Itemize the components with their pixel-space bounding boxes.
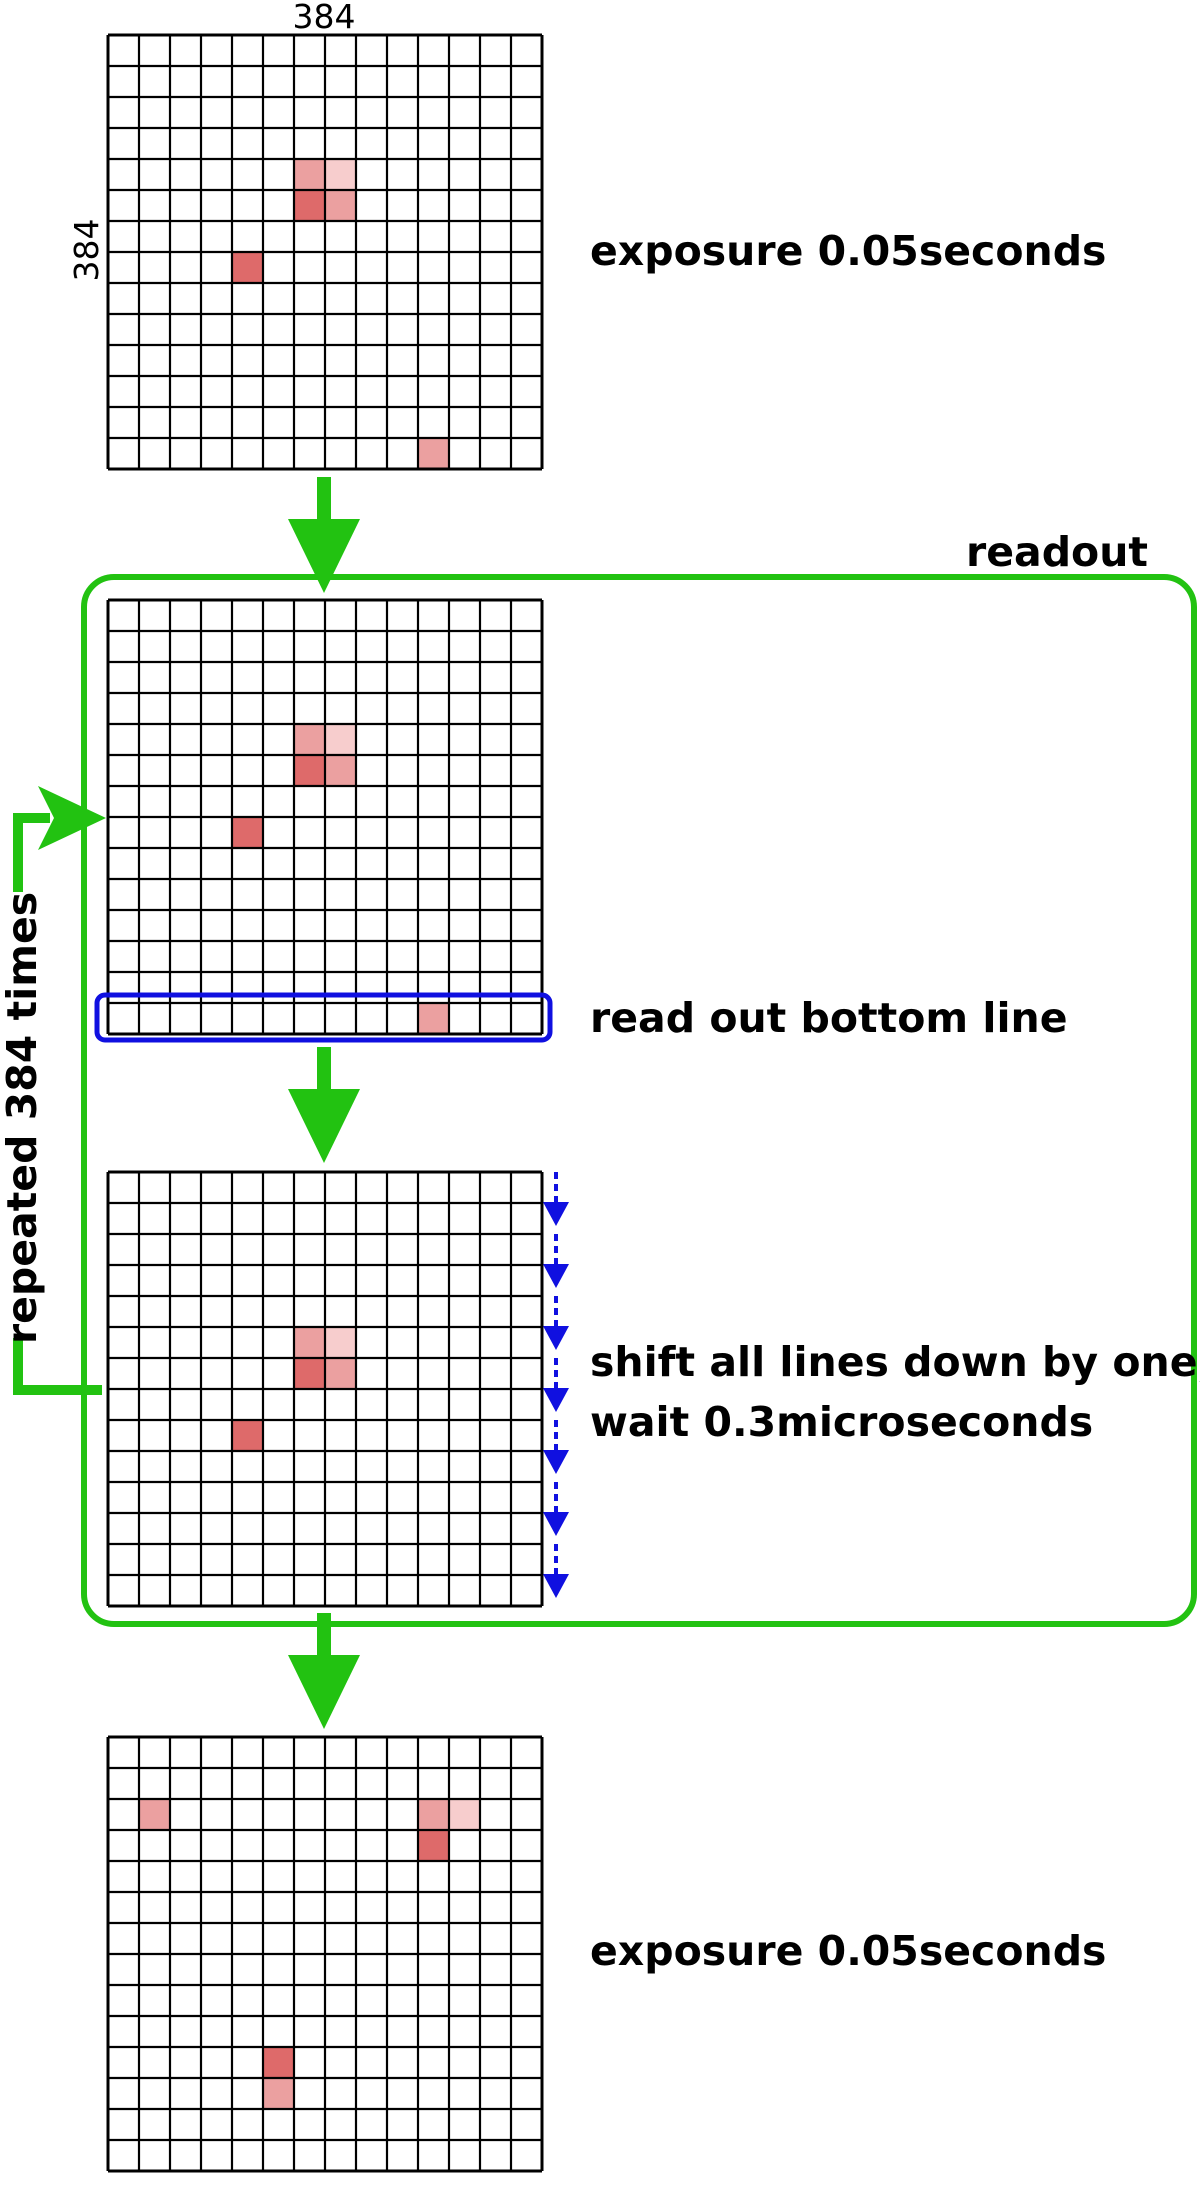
exposure-label-top: exposure 0.05seconds	[590, 227, 1106, 275]
charged-pixel	[325, 190, 356, 221]
flow-arrow-read-to-shift	[288, 1047, 360, 1163]
shift-down-arrows	[543, 1172, 569, 1598]
axis-label-top: 384	[293, 0, 356, 36]
charged-pixel	[325, 159, 356, 190]
pixel-grid-readout	[106, 598, 544, 1036]
charged-pixel	[263, 2047, 294, 2078]
repeat-loop-arrow	[13, 786, 106, 1395]
readout-group-box	[81, 574, 1197, 1627]
pixel-grid-shifted	[106, 1170, 544, 1608]
charged-pixel	[449, 1799, 480, 1830]
charged-pixel	[294, 190, 325, 221]
charged-pixel	[294, 1327, 325, 1358]
charged-pixel	[325, 1327, 356, 1358]
charged-pixel	[418, 1830, 449, 1861]
exposure-label-bottom: exposure 0.05seconds	[590, 1927, 1106, 1975]
charged-pixel	[232, 252, 263, 283]
charged-pixel	[232, 817, 263, 848]
charged-pixel	[294, 755, 325, 786]
bottom-line-highlight-box	[94, 992, 553, 1043]
charged-pixel	[325, 1358, 356, 1389]
read-bottom-line-label: read out bottom line	[590, 994, 1068, 1042]
readout-label: readout	[966, 528, 1148, 576]
flow-arrow-exposure-to-readout	[288, 477, 360, 593]
wait-label: wait 0.3microseconds	[590, 1398, 1093, 1446]
shift-lines-label: shift all lines down by one,	[590, 1338, 1200, 1386]
axis-label-side: 384	[67, 219, 106, 282]
charged-pixel	[294, 1358, 325, 1389]
charged-pixel	[418, 1003, 449, 1034]
charged-pixel	[325, 724, 356, 755]
charged-pixel	[294, 159, 325, 190]
shift-arrow-head	[543, 1202, 569, 1226]
charged-pixel	[294, 724, 325, 755]
charged-pixel	[263, 2078, 294, 2109]
shift-arrow-head	[543, 1574, 569, 1598]
charged-pixel	[418, 438, 449, 469]
shift-arrow-head	[543, 1450, 569, 1474]
charged-pixel	[139, 1799, 170, 1830]
shift-arrow-head	[543, 1326, 569, 1350]
shift-arrow-head	[543, 1388, 569, 1412]
pixel-grid-exposure-2	[106, 1735, 544, 2173]
pixel-grid-exposure-1	[106, 33, 544, 471]
charged-pixel	[325, 755, 356, 786]
charged-pixel	[418, 1799, 449, 1830]
shift-arrow-head	[543, 1512, 569, 1536]
charged-pixel	[232, 1420, 263, 1451]
repeated-times-label: repeated 384 times	[0, 892, 46, 1344]
flow-arrow-readout-to-exposure	[288, 1613, 360, 1729]
shift-arrow-head	[543, 1264, 569, 1288]
